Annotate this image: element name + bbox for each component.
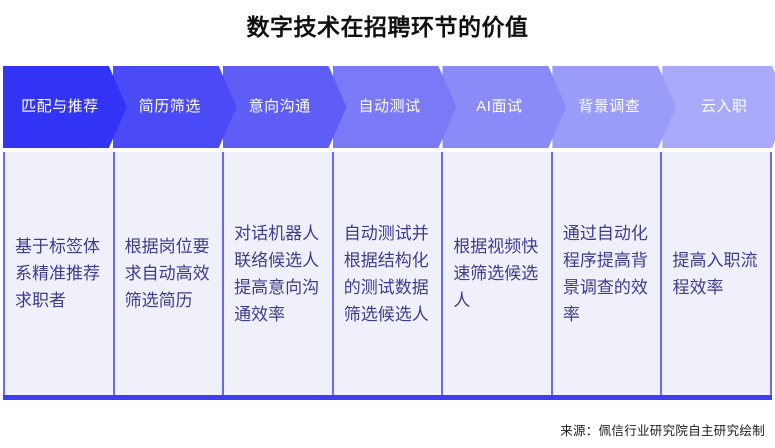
stage-chevron-fill-7 [662,66,775,148]
stage-chevron-3[interactable]: 意向沟通 [223,66,351,148]
stage-description-1: 基于标签体系精准推荐求职者 [15,237,100,310]
stage-description-row: 基于标签体系精准推荐求职者 根据岗位要求自动高效筛选简历 对话机器人联络候选人提… [3,152,773,400]
stage-chevron-fill-4 [333,66,461,148]
stage-chevron-fill-3 [223,66,351,148]
stage-description-cell-2: 根据岗位要求自动高效筛选简历 [112,152,223,395]
stage-label-2: 简历筛选 [138,98,201,115]
stage-description-7: 提高入职流程效率 [672,250,758,297]
stage-chevron-2[interactable]: 简历筛选 [113,66,241,148]
stage-description-cell-3: 对话机器人联络候选人提高意向沟通效率 [222,152,332,395]
stage-description-5: 根据视频快速筛选候选人 [453,237,539,310]
stage-label-7: 云入职 [700,98,748,115]
stage-description-cell-7: 提高入职流程效率 [660,152,773,395]
stage-description-cell-1: 基于标签体系精准推荐求职者 [3,152,113,395]
source-note: 来源：佩信行业研究院自主研究绘制 [560,424,765,438]
stage-chevron-4[interactable]: 自动测试 [333,66,461,148]
stage-label-1: 匹配与推荐 [21,98,99,115]
stage-description-6: 通过自动化程序提高背景调查的效率 [562,223,648,324]
stage-chevron-fill-2 [113,66,241,148]
stage-description-cell-6: 通过自动化程序提高背景调查的效率 [550,152,661,395]
stage-chevron-5[interactable]: AI面试 [442,66,570,148]
stage-description-cell-5: 根据视频快速筛选候选人 [441,152,551,395]
stage-label-5: AI面试 [476,98,523,115]
stage-chevron-7[interactable]: 云入职 [662,66,775,148]
stage-label-6: 背景调查 [578,98,641,115]
stage-chevron-fill-6 [552,66,680,148]
page-title: 数字技术在招聘环节的价值 [246,14,529,40]
stage-description-cell-4: 自动测试并根据结构化的测试数据筛选候选人 [331,152,442,395]
stage-chevron-6[interactable]: 背景调查 [552,66,680,148]
stage-description-3: 对话机器人联络候选人提高意向沟通效率 [234,223,320,324]
stage-description-4: 自动测试并根据结构化的测试数据筛选候选人 [343,223,429,324]
stage-chevron-fill-5 [442,66,570,148]
stage-description-2: 根据岗位要求自动高效筛选简历 [124,237,210,310]
stage-chevron-banner: 匹配与推荐 简历筛选 意向沟通 自动测试 AI面试 背景调查 云入职 [3,66,772,148]
stage-label-4: 自动测试 [358,98,421,115]
stage-label-3: 意向沟通 [248,98,311,115]
stage-chevron-1[interactable]: 匹配与推荐 [3,66,131,148]
stage-chevron-fill-1 [3,66,131,148]
